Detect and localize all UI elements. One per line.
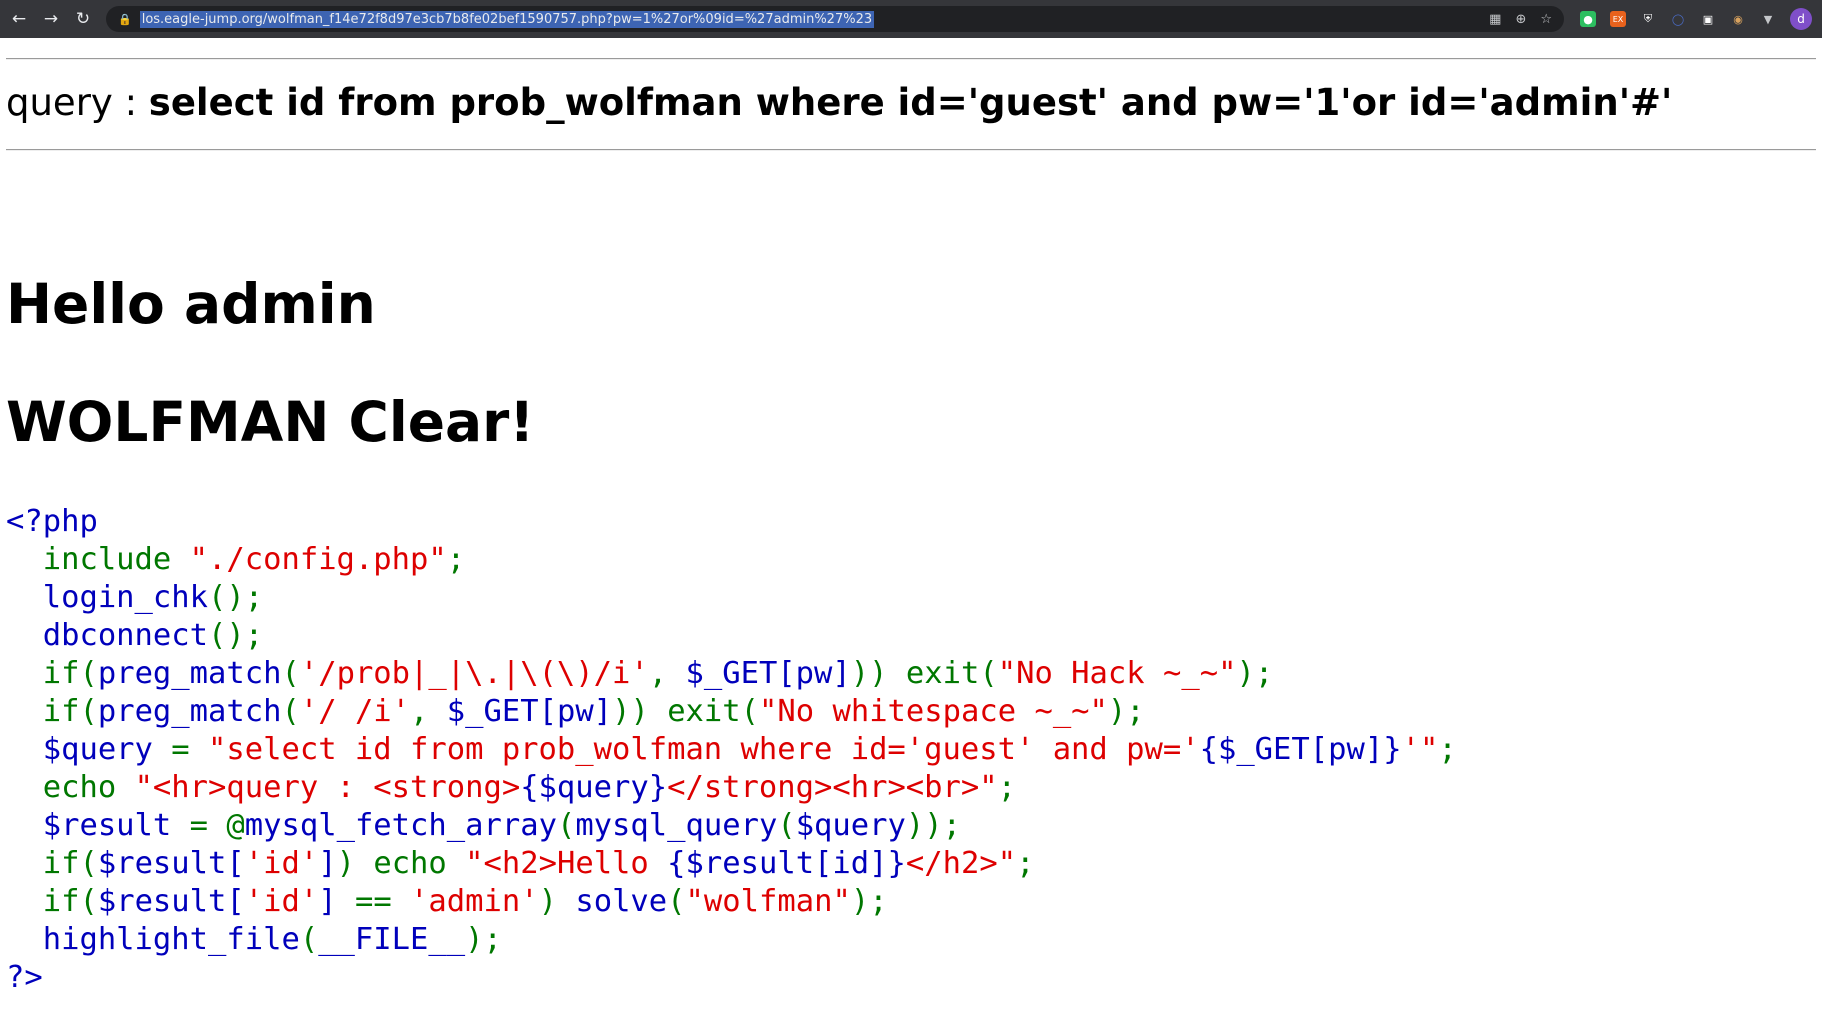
code-line: highlight_file(__FILE__); xyxy=(6,922,502,957)
code-line: $query = "select id from prob_wolfman wh… xyxy=(6,732,1457,767)
address-bar[interactable]: 🔒 los.eagle-jump.org/wolfman_f14e72f8d97… xyxy=(106,6,1564,32)
code-line: ?> xyxy=(6,960,43,995)
code-line: $result = @mysql_fetch_array(mysql_query… xyxy=(6,808,961,843)
profile-avatar[interactable]: d xyxy=(1790,8,1812,30)
ext-orange-icon[interactable]: EX xyxy=(1610,11,1626,27)
browser-toolbar: ← → ↻ 🔒 los.eagle-jump.org/wolfman_f14e7… xyxy=(0,0,1822,38)
ext-v-icon[interactable]: ▼ xyxy=(1763,12,1773,26)
ext-shield-icon[interactable]: ⛨ xyxy=(1643,12,1653,25)
zoom-icon[interactable]: ⊕ xyxy=(1515,11,1527,27)
ext-box-icon[interactable]: ▣ xyxy=(1702,12,1714,26)
bookmark-star-icon[interactable]: ☆ xyxy=(1540,11,1552,27)
url-text[interactable]: los.eagle-jump.org/wolfman_f14e72f8d97e3… xyxy=(139,10,875,28)
lock-icon: 🔒 xyxy=(118,12,132,26)
code-line: login_chk(); xyxy=(6,580,264,615)
query-label: query : xyxy=(6,81,149,124)
forward-icon[interactable]: → xyxy=(43,9,59,29)
cookie-icon[interactable]: ◉ xyxy=(1733,12,1743,26)
code-line: <?php xyxy=(6,504,98,539)
code-line: echo "<hr>query : <strong>{$query}</stro… xyxy=(42,770,1016,805)
reload-icon[interactable]: ↻ xyxy=(75,9,91,29)
clear-heading: WOLFMAN Clear! xyxy=(6,390,535,454)
evernote-icon[interactable]: ● xyxy=(1580,11,1596,27)
query-sql: select id from prob_wolfman where id='gu… xyxy=(148,81,1673,124)
query-output: query : select id from prob_wolfman wher… xyxy=(6,60,1816,149)
code-line: if(preg_match('/ /i', $_GET[pw])) exit("… xyxy=(42,694,1145,729)
code-line: if($result['id'] == 'admin') solve("wolf… xyxy=(42,884,888,919)
code-line: if($result['id']) echo "<h2>Hello {$resu… xyxy=(42,846,1035,881)
code-line: dbconnect(); xyxy=(6,618,264,653)
code-line: include "./config.php"; xyxy=(42,542,466,577)
top-divider xyxy=(6,58,1816,60)
back-icon[interactable]: ← xyxy=(11,9,27,29)
ext-circle-icon[interactable]: ◯ xyxy=(1671,12,1685,26)
page-content: query : select id from prob_wolfman wher… xyxy=(0,58,1822,997)
bottom-divider xyxy=(6,149,1816,151)
php-source-code: <?php include "./config.php"; login_chk(… xyxy=(6,503,1816,997)
code-line: if(preg_match('/prob|_|\.|\(\)/i', $_GET… xyxy=(42,656,1274,691)
translate-icon[interactable]: ▦ xyxy=(1489,11,1502,27)
hello-heading: Hello admin xyxy=(6,272,376,336)
